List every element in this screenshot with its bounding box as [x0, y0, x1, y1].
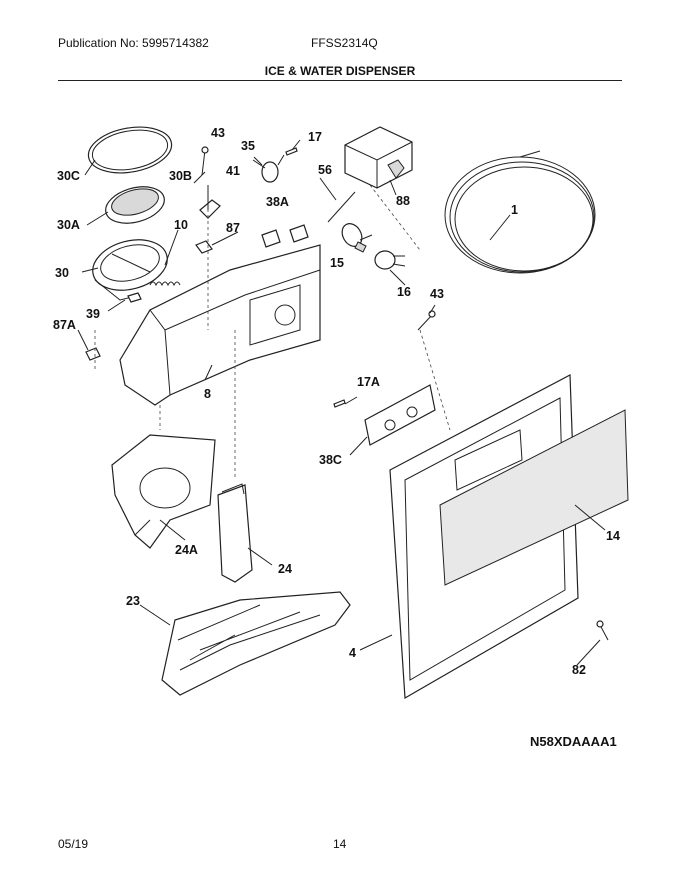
label-43-lower: 43 — [430, 287, 444, 301]
label-88: 88 — [396, 194, 410, 208]
label-87a: 87A — [53, 318, 76, 332]
part-43-screw-top — [201, 146, 209, 176]
part-16-socket — [374, 250, 406, 270]
label-30: 30 — [55, 266, 69, 280]
part-88-control-box — [344, 126, 413, 189]
label-43-top: 43 — [211, 126, 225, 140]
publication-number: Publication No: 5995714382 — [58, 36, 209, 50]
label-17: 17 — [308, 130, 322, 144]
label-38c: 38C — [319, 453, 342, 467]
label-10: 10 — [174, 218, 188, 232]
label-24a: 24A — [175, 543, 198, 557]
part-41-bracket — [199, 199, 221, 219]
page-title: ICE & WATER DISPENSER — [264, 64, 416, 78]
part-56-rod — [327, 191, 356, 223]
part-15-bulb — [341, 223, 367, 253]
model-number: FFSS2314Q — [311, 36, 378, 50]
part-17-screw — [285, 147, 298, 156]
part-30c-ring — [87, 126, 173, 174]
page-number: 14 — [333, 837, 347, 851]
label-16: 16 — [397, 285, 411, 299]
label-30a: 30A — [57, 218, 80, 232]
label-23: 23 — [126, 594, 140, 608]
part-30b-disc — [105, 186, 165, 224]
part-1-water-tube — [444, 150, 596, 274]
part-17a-screw — [333, 399, 346, 408]
label-30c: 30C — [57, 169, 80, 183]
part-39-clip — [127, 292, 142, 303]
label-39: 39 — [86, 307, 100, 321]
title-rule — [58, 80, 622, 81]
part-87-clip — [195, 240, 213, 254]
label-56: 56 — [318, 163, 332, 177]
label-35: 35 — [241, 139, 255, 153]
part-24-flap — [217, 483, 253, 583]
label-38a: 38A — [266, 195, 289, 209]
label-1: 1 — [511, 203, 518, 217]
diagram-code: N58XDAAAA1 — [530, 734, 617, 749]
part-14-panel — [439, 409, 629, 586]
part-10-spring — [149, 281, 181, 287]
part-38c-switch-plate — [364, 384, 436, 446]
label-24: 24 — [278, 562, 292, 576]
part-23-drip-tray — [161, 591, 351, 696]
part-82-screw — [596, 620, 609, 641]
part-38a-switches — [261, 224, 309, 248]
part-24a-chute — [111, 434, 216, 549]
label-8: 8 — [204, 387, 211, 401]
part-8-housing — [119, 244, 321, 406]
part-35-actuator — [253, 154, 285, 183]
label-4: 4 — [349, 646, 356, 660]
part-43-screw-lower — [417, 310, 436, 331]
label-30b: 30B — [169, 169, 192, 183]
label-41: 41 — [226, 164, 240, 178]
part-30-ring-housing — [92, 239, 168, 301]
label-17a: 17A — [357, 375, 380, 389]
label-14: 14 — [606, 529, 620, 543]
label-82: 82 — [572, 663, 586, 677]
part-87a-clip — [85, 347, 101, 361]
label-87: 87 — [226, 221, 240, 235]
label-15: 15 — [330, 256, 344, 270]
footer-date: 05/19 — [58, 837, 89, 851]
